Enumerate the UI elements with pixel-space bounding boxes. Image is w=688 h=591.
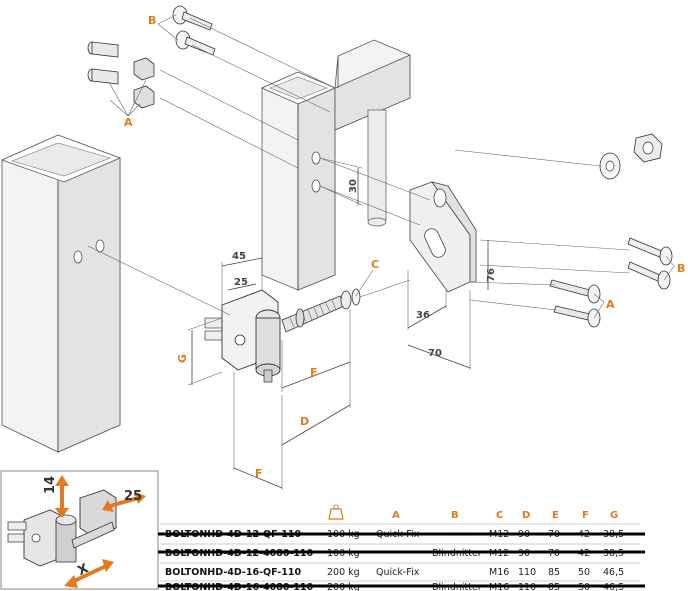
dim-76: 76 xyxy=(486,268,497,282)
col-header-a: A xyxy=(392,510,400,521)
inset-adjust-25: 25 xyxy=(124,489,142,504)
upper-square-tube xyxy=(261,39,411,291)
table-row: BOLTONHD-4D-16-QF-110 200 kg Quick-Fix M… xyxy=(165,567,624,578)
row-d: 110 xyxy=(518,567,536,578)
row-g: 46,5 xyxy=(603,567,624,578)
table-row: BOLTONHD-4D-12-4080-110 100 kg Blindnitt… xyxy=(158,548,645,559)
spec-table: A B C D E F G BOLTONHD-4D-12-QF-110 100 … xyxy=(158,504,645,591)
tag-b-right: B xyxy=(677,262,685,275)
col-header-e: E xyxy=(552,510,559,521)
dim-e: E xyxy=(310,366,318,379)
col-header-f: F xyxy=(582,510,589,521)
col-header-c: C xyxy=(496,510,503,521)
assembly-lines xyxy=(87,17,631,316)
dim-g: G xyxy=(176,354,189,363)
left-square-tube xyxy=(0,134,122,453)
table-row: BOLTONHD-4D-16-4080-110 200 kg Blindnitt… xyxy=(158,582,645,591)
quick-fix-inserts-a xyxy=(87,41,155,109)
row-f: 50 xyxy=(578,567,590,578)
row-load: 200 kg xyxy=(327,567,360,578)
tag-leaders xyxy=(109,14,675,319)
dim-f: F xyxy=(255,467,263,480)
bolts-b-right xyxy=(627,237,673,290)
screws-a-right xyxy=(549,279,601,328)
dim-d: D xyxy=(300,415,309,428)
tag-a-right: A xyxy=(606,298,615,311)
bracket-plate xyxy=(409,181,477,293)
dim-45: 45 xyxy=(232,251,246,262)
dim-30: 30 xyxy=(348,179,359,193)
tag-a-top: A xyxy=(124,116,133,129)
washer-and-nut xyxy=(599,133,663,180)
dim-36: 36 xyxy=(416,310,430,321)
col-header-d: D xyxy=(522,510,530,521)
row-model: BOLTONHD-4D-16-QF-110 xyxy=(165,567,301,578)
bolts-b-top xyxy=(172,5,216,56)
inset-adjust-14: 14 xyxy=(43,476,58,494)
tag-c: C xyxy=(371,258,379,271)
dim-25: 25 xyxy=(234,277,248,288)
threaded-rod xyxy=(281,288,361,333)
row-a: Quick-Fix xyxy=(376,567,420,578)
central-hinge-assembly xyxy=(204,288,361,383)
col-header-b: B xyxy=(451,510,459,521)
col-header-g: G xyxy=(610,510,618,521)
table-row: BOLTONHD-4D-12-QF-110 100 kg Quick-Fix M… xyxy=(158,529,645,540)
adjustment-inset xyxy=(0,470,159,590)
row-c: M16 xyxy=(489,567,509,578)
tag-b-top: B xyxy=(148,14,156,27)
dimension-lines xyxy=(187,157,489,490)
row-e: 85 xyxy=(548,567,560,578)
dim-70: 70 xyxy=(428,348,442,359)
weight-icon xyxy=(328,504,344,520)
